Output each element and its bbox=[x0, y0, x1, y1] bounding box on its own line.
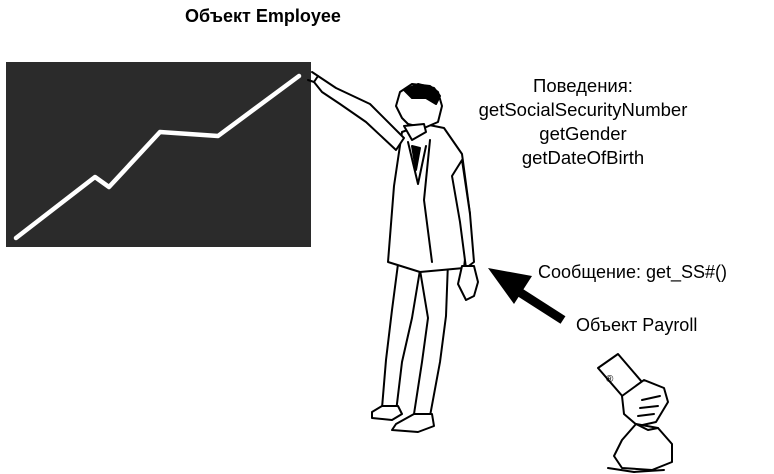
behavior-item: getDateOfBirth bbox=[521, 147, 645, 168]
message-label: Сообщение: get_SS#() bbox=[538, 262, 727, 282]
right-shoe bbox=[391, 413, 435, 433]
pointing-finger bbox=[307, 71, 319, 83]
hand bbox=[457, 265, 479, 301]
hair bbox=[403, 83, 441, 105]
behaviors-block: Поведения: getSocialSecurityNumber getGe… bbox=[448, 74, 718, 170]
board-background bbox=[6, 62, 311, 247]
trademark-symbol: ® bbox=[606, 374, 614, 385]
tie bbox=[411, 145, 421, 171]
behavior-item: getSocialSecurityNumber bbox=[478, 99, 688, 120]
payroll-object-label: Объект Payroll bbox=[576, 315, 698, 335]
money-bag bbox=[613, 423, 673, 471]
collar bbox=[403, 123, 427, 141]
bag-tie bbox=[635, 423, 659, 431]
bag-ground-shadow bbox=[607, 467, 665, 473]
left-shoe bbox=[371, 405, 403, 421]
pointing-arm bbox=[313, 75, 405, 151]
employee-object-title: Объект Employee bbox=[185, 6, 341, 26]
jacket-seam bbox=[423, 139, 433, 263]
behaviors-heading: Поведения: bbox=[533, 75, 633, 96]
trend-line-icon bbox=[13, 73, 302, 241]
behavior-item: getGender bbox=[539, 123, 627, 144]
fist bbox=[621, 379, 669, 427]
fingers bbox=[637, 395, 661, 417]
